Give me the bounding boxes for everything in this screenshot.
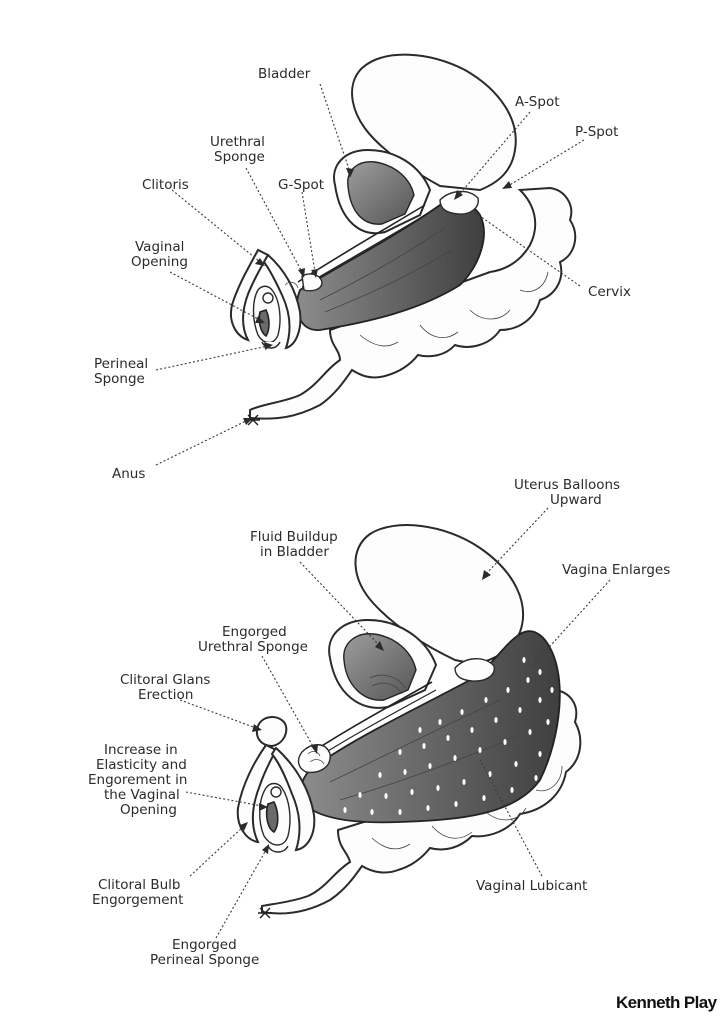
label-uterus-line1: Uterus Balloons (514, 477, 620, 493)
label-fluid-line1: Fluid Buildup (250, 529, 338, 545)
label-a-spot: A-Spot (515, 94, 560, 110)
label-engorged-urethral-line1: Engorged (222, 624, 287, 640)
kenneth-play-logo: Kenneth Play (616, 993, 718, 1012)
label-vaginal-lubricant: Vaginal Lubicant (476, 878, 587, 894)
label-bulb-line1: Clitoral Bulb (98, 877, 180, 893)
label-anus: Anus (112, 466, 145, 482)
label-uterus-line2: Upward (550, 492, 602, 508)
label-urethral-sponge-line1: Urethral (210, 134, 265, 150)
label-perineal-line1: Engorged (172, 937, 237, 953)
label-engorged-urethral-line2: Urethral Sponge (198, 639, 308, 655)
label-g-spot: G-Spot (278, 177, 324, 193)
label-elasticity-line4: the Vaginal (104, 787, 180, 803)
label-bulb-line2: Engorgement (92, 892, 183, 908)
label-glans-line2: Erection (138, 687, 193, 703)
label-bladder: Bladder (258, 66, 311, 82)
bottom-anatomy-illustration (238, 525, 581, 918)
label-elasticity-line2: Elasticity and (96, 757, 187, 773)
label-clitoris: Clitoris (142, 177, 189, 193)
label-perineal-sponge-line1: Perineal (94, 356, 148, 372)
label-perineal-sponge-line2: Sponge (94, 371, 145, 387)
bottom-clitoral-glans (257, 717, 286, 746)
label-elasticity-line3: Engorement in (88, 772, 187, 788)
label-cervix: Cervix (588, 284, 631, 300)
label-glans-line1: Clitoral Glans (120, 672, 210, 688)
label-elasticity-line1: Increase in (104, 742, 178, 758)
top-anatomy-illustration (231, 55, 575, 425)
label-vaginal-opening-line2: Opening (131, 254, 188, 270)
label-elasticity-line5: Opening (120, 802, 177, 818)
label-vagina-enlarges: Vagina Enlarges (562, 562, 670, 578)
top-g-spot (302, 274, 322, 291)
label-vaginal-opening-line1: Vaginal (135, 239, 184, 255)
label-p-spot: P-Spot (575, 124, 618, 140)
label-perineal-line2: Perineal Sponge (150, 952, 259, 968)
label-fluid-line2: in Bladder (260, 544, 329, 560)
label-urethral-sponge-line2: Sponge (214, 149, 265, 165)
